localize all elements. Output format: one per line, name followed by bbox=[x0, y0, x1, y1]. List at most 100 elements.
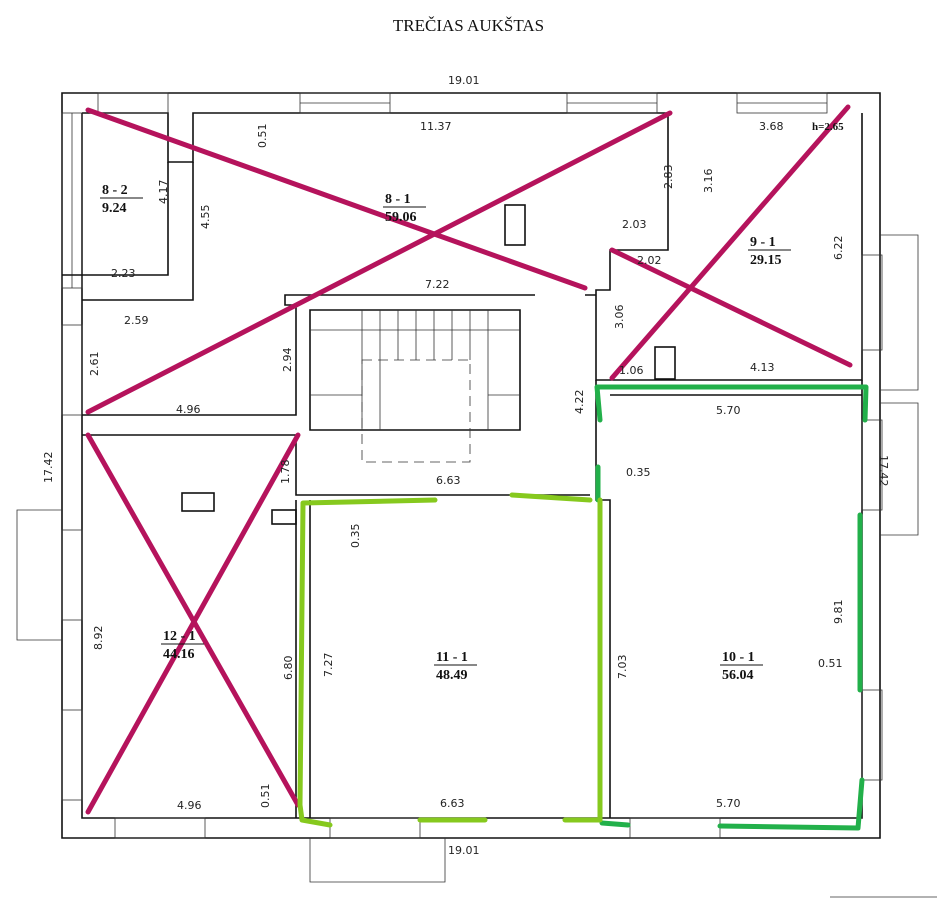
plan-element bbox=[861, 689, 883, 781]
dimension-label: 2.61 bbox=[88, 352, 101, 377]
dimension-label: 17.42 bbox=[877, 455, 890, 487]
plan-element: 12 - 1 bbox=[163, 629, 196, 644]
plan-element bbox=[309, 309, 521, 431]
plan-element bbox=[62, 162, 194, 301]
cross-out-marks bbox=[85, 104, 853, 815]
plan-element bbox=[82, 434, 590, 818]
plan-element bbox=[880, 402, 919, 536]
dimension-label: 3.68 bbox=[759, 120, 784, 133]
plan-element bbox=[297, 497, 438, 828]
plan-element bbox=[595, 380, 862, 818]
dimension-label: 3.06 bbox=[613, 305, 626, 330]
dimension-label: 6.63 bbox=[436, 474, 461, 487]
plan-element: 56.04 bbox=[722, 668, 754, 683]
plan-element: 29.15 bbox=[750, 253, 782, 268]
plan-element: 48.49 bbox=[436, 668, 468, 683]
plan-element: 8 - 2 bbox=[102, 183, 128, 198]
dimension-label: 1.06 bbox=[619, 364, 644, 377]
dimension-label: 1.78 bbox=[279, 460, 292, 485]
plan-element: 44.16 bbox=[163, 647, 195, 662]
plan-element: 9.24 bbox=[102, 201, 127, 216]
dimension-label: 19.01 bbox=[448, 844, 480, 857]
dimension-label: 19.01 bbox=[448, 74, 480, 87]
cross-line bbox=[85, 107, 588, 291]
plan-element bbox=[310, 310, 520, 430]
dimension-label: 2.83 bbox=[662, 165, 675, 190]
dimension-label: 4.17 bbox=[157, 180, 170, 205]
dimension-label: 2.59 bbox=[124, 314, 149, 327]
plan-element: 9 - 1 bbox=[750, 235, 776, 250]
plan-element bbox=[61, 709, 83, 801]
room-8-1: 8 - 1 59.06 bbox=[383, 192, 426, 225]
room-11-1: 11 - 1 48.49 bbox=[434, 650, 477, 683]
dimension-label: 0.51 bbox=[818, 657, 843, 670]
plan-element bbox=[309, 838, 446, 883]
dimension-label: 9.81 bbox=[832, 600, 845, 625]
plan-element bbox=[61, 529, 83, 621]
dimension-label: 7.03 bbox=[616, 655, 629, 680]
plan-element bbox=[861, 419, 883, 511]
dimension-label: 6.63 bbox=[440, 797, 465, 810]
plan-element: 11 - 1 bbox=[436, 650, 468, 665]
room-8-2: 8 - 2 9.24 bbox=[100, 183, 143, 216]
room-labels: 8 - 2 9.24 8 - 1 59.06 9 - 1 29.15 12 - 1 44… bbox=[100, 121, 844, 683]
plan-element: 8 - 1 bbox=[385, 192, 411, 207]
room-9-1: 9 - 1 29.15 bbox=[748, 235, 791, 268]
cross-line bbox=[609, 104, 851, 381]
plan-element bbox=[629, 817, 721, 839]
plan-element bbox=[271, 509, 297, 525]
plan-element bbox=[654, 346, 676, 380]
dimension-label: 17.42 bbox=[42, 452, 55, 484]
dimension-label: 0.51 bbox=[256, 124, 269, 149]
plan-element bbox=[562, 497, 603, 823]
dimension-label: 5.70 bbox=[716, 404, 741, 417]
plan-element bbox=[504, 204, 526, 246]
dimension-label: 4.55 bbox=[199, 205, 212, 230]
dimension-label: 7.27 bbox=[322, 653, 335, 678]
plan-element: 10 - 1 bbox=[722, 650, 755, 665]
green-markings bbox=[297, 384, 869, 831]
dimension-label: 0.51 bbox=[259, 784, 272, 809]
dimension-label: 4.96 bbox=[176, 403, 201, 416]
dimension-label: 2.23 bbox=[111, 267, 136, 280]
dimension-label: 6.22 bbox=[832, 236, 845, 261]
plan-element bbox=[329, 817, 421, 839]
cross-line bbox=[85, 432, 301, 815]
plan-element bbox=[61, 324, 83, 416]
plan-element: 59.06 bbox=[385, 210, 417, 225]
dimension-label: 0.35 bbox=[626, 466, 651, 479]
dimension-label: 2.02 bbox=[637, 254, 662, 267]
plan-element bbox=[82, 294, 596, 416]
plan-title: TREČIAS AUKŠTAS bbox=[392, 16, 545, 35]
plan-element bbox=[61, 92, 881, 839]
windows bbox=[61, 92, 883, 839]
plan-element bbox=[880, 234, 919, 391]
plan-element bbox=[509, 492, 593, 503]
outer-walls bbox=[61, 92, 881, 839]
plan-element bbox=[16, 509, 62, 641]
room-10-1: 10 - 1 56.04 bbox=[720, 650, 763, 683]
plan-element bbox=[861, 254, 883, 351]
dimension-label: 3.16 bbox=[702, 169, 715, 194]
cross-line bbox=[609, 247, 853, 368]
interior-walls bbox=[62, 162, 862, 818]
dimension-label: 2.94 bbox=[281, 348, 294, 373]
dimension-label: 11.37 bbox=[420, 120, 452, 133]
ceiling-height: h=2.65 bbox=[812, 121, 844, 133]
plan-element bbox=[114, 817, 206, 839]
dimension-label: 5.70 bbox=[716, 797, 741, 810]
plan-element bbox=[594, 384, 869, 423]
dimension-label: 4.96 bbox=[177, 799, 202, 812]
room-12-1: 12 - 1 44.16 bbox=[161, 629, 204, 662]
dimension-label: 2.03 bbox=[622, 218, 647, 231]
dimension-label: 7.22 bbox=[425, 278, 450, 291]
dimension-label: 4.13 bbox=[750, 361, 775, 374]
dimension-labels: 19.01 19.01 17.42 17.42 11.37 0.51 4.17 … bbox=[42, 74, 890, 857]
plan-element bbox=[717, 777, 865, 831]
cross-line bbox=[85, 110, 673, 415]
dimension-label: 4.22 bbox=[573, 390, 586, 415]
plan-element bbox=[97, 92, 169, 114]
dimension-label: 0.35 bbox=[349, 524, 362, 549]
dimension-label: 6.80 bbox=[282, 656, 295, 681]
